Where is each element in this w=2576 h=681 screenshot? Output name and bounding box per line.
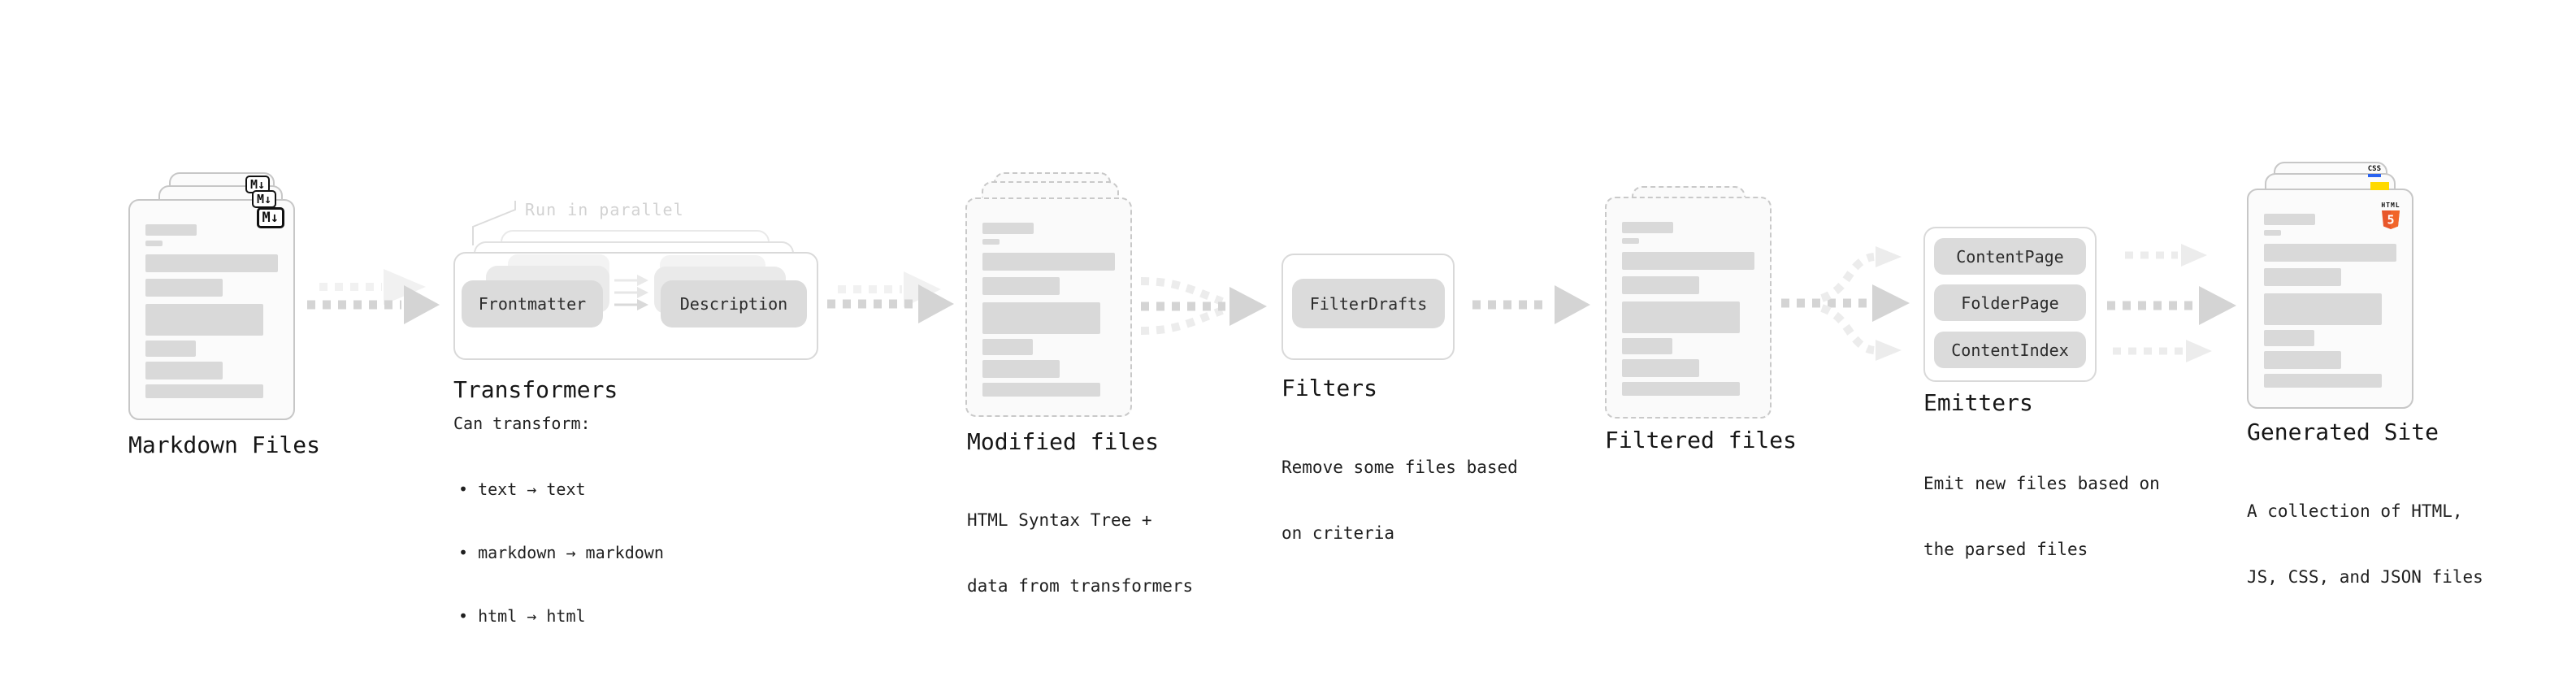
- pill-folderpage: FolderPage: [1934, 284, 2086, 321]
- doc-text-bar: [1622, 382, 1740, 396]
- doc-text-bar: [982, 239, 1000, 245]
- markdown-doc-front: M↓: [128, 199, 295, 420]
- description-line: Remove some files based: [1281, 458, 1518, 477]
- markdown-icon: M↓: [251, 190, 276, 208]
- doc-text-bar: [1622, 222, 1673, 233]
- pill-contentindex: ContentIndex: [1934, 332, 2086, 368]
- pill-contentpage: ContentPage: [1934, 238, 2086, 275]
- modified-files-label: Modified files: [967, 428, 1160, 455]
- filtered-doc-front: [1605, 197, 1772, 419]
- doc-text-bar: [2264, 351, 2341, 369]
- doc-text-bar: [982, 223, 1034, 234]
- doc-text-bar: [2264, 330, 2314, 346]
- doc-text-bar: [145, 279, 223, 297]
- doc-text-bar: [145, 362, 223, 380]
- doc-text-bars: [145, 224, 282, 398]
- modified-doc-front: [965, 197, 1132, 417]
- doc-text-bar: [1622, 359, 1699, 377]
- pill-frontmatter: Frontmatter: [462, 280, 603, 327]
- description-line: JS, CSS, and JSON files: [2247, 567, 2483, 587]
- stage-transformers: Frontmatter Description: [453, 230, 835, 376]
- stage-filters: FilterDrafts: [1281, 254, 1460, 367]
- doc-text-bar: [2264, 244, 2396, 262]
- js-badge: [2370, 182, 2389, 190]
- run-in-parallel-callout-line: [472, 201, 516, 245]
- doc-text-bar: [145, 304, 263, 336]
- filters-description: Remove some files based on criteria: [1281, 413, 1518, 588]
- modified-files-description: HTML Syntax Tree + data from transformer…: [967, 466, 1193, 641]
- doc-text-bar: [1622, 276, 1699, 294]
- doc-text-bar: [145, 224, 197, 236]
- arrow-emitters-to-generated: [2107, 244, 2236, 362]
- doc-text-bar: [1622, 301, 1740, 333]
- bullet-item: • html → html: [458, 606, 586, 626]
- stage-generated-site: CSS HTML 5: [2247, 162, 2426, 414]
- doc-text-bar: [2264, 214, 2315, 225]
- doc-text-bar: [2264, 374, 2382, 388]
- doc-text-bar: [982, 253, 1115, 271]
- doc-text-bar: [982, 360, 1060, 378]
- pill-description: Description: [661, 280, 807, 327]
- arrow-filters-to-filtered: [1472, 285, 1590, 324]
- doc-text-bar: [145, 384, 263, 398]
- emitters-description: Emit new files based on the parsed files: [1923, 429, 2160, 605]
- doc-text-bar: [2264, 293, 2382, 325]
- stage-filtered-files: [1605, 186, 1784, 430]
- html5-icon: HTML 5: [2380, 202, 2401, 234]
- doc-text-bar: [982, 277, 1060, 295]
- generated-doc-front: HTML 5: [2247, 189, 2413, 409]
- doc-text-bar: [2264, 230, 2281, 236]
- html5-shield: 5: [2382, 210, 2400, 229]
- parallel-arrows-icon: [614, 275, 648, 310]
- description-line: Emit new files based on: [1923, 474, 2160, 493]
- run-in-parallel-note: Run in parallel: [525, 200, 684, 219]
- doc-text-bars: [2264, 214, 2400, 388]
- description-line: on criteria: [1281, 523, 1395, 543]
- description-line: HTML Syntax Tree +: [967, 510, 1152, 530]
- filtered-files-label: Filtered files: [1605, 427, 1798, 453]
- doc-text-bar: [145, 254, 278, 272]
- doc-text-bar: [982, 302, 1100, 334]
- bullet-item: • markdown → markdown: [458, 543, 664, 562]
- css-badge: CSS: [2367, 165, 2381, 177]
- doc-text-bar: [145, 340, 196, 357]
- doc-text-bar: [1622, 338, 1672, 354]
- arrow-filtered-to-emitters: [1781, 246, 1910, 361]
- stage-markdown-files: M↓ M↓ M↓: [128, 172, 332, 432]
- transformers-can-transform: Can transform:: [453, 414, 591, 433]
- filters-label: Filters: [1281, 375, 1378, 401]
- doc-text-bar: [2264, 268, 2341, 286]
- html5-number: 5: [2387, 213, 2394, 228]
- bullet-item: • text → text: [458, 479, 586, 499]
- pill-filterdrafts: FilterDrafts: [1292, 279, 1445, 328]
- doc-text-bar: [145, 241, 163, 246]
- doc-text-bars: [982, 223, 1119, 397]
- arrow-modified-to-filters: [1140, 277, 1267, 335]
- generated-site-label: Generated Site: [2247, 419, 2439, 445]
- doc-text-bar: [982, 383, 1100, 397]
- transformers-label: Transformers: [453, 376, 618, 403]
- doc-text-bars: [1622, 222, 1759, 396]
- doc-text-bar: [982, 339, 1033, 355]
- doc-text-bar: [1622, 238, 1639, 244]
- markdown-icon: M↓: [256, 207, 284, 228]
- description-line: data from transformers: [967, 576, 1194, 596]
- markdown-files-label: Markdown Files: [128, 432, 321, 458]
- doc-text-bar: [1622, 252, 1754, 270]
- html5-icon-text: HTML: [2381, 202, 2400, 209]
- stage-modified-files: [965, 172, 1144, 424]
- emitters-label: Emitters: [1923, 389, 2033, 416]
- transformers-bullet-list: • text → text • markdown → markdown • ht…: [458, 436, 664, 669]
- arrow-markdown-to-transformers: [307, 269, 440, 324]
- generated-site-description: A collection of HTML, JS, CSS, and JSON …: [2247, 457, 2483, 632]
- arrow-transformers-to-modified: [827, 271, 954, 323]
- description-line: the parsed files: [1923, 540, 2088, 559]
- description-line: A collection of HTML,: [2247, 501, 2463, 521]
- stage-emitters: ContentPage FolderPage ContentIndex: [1923, 227, 2102, 389]
